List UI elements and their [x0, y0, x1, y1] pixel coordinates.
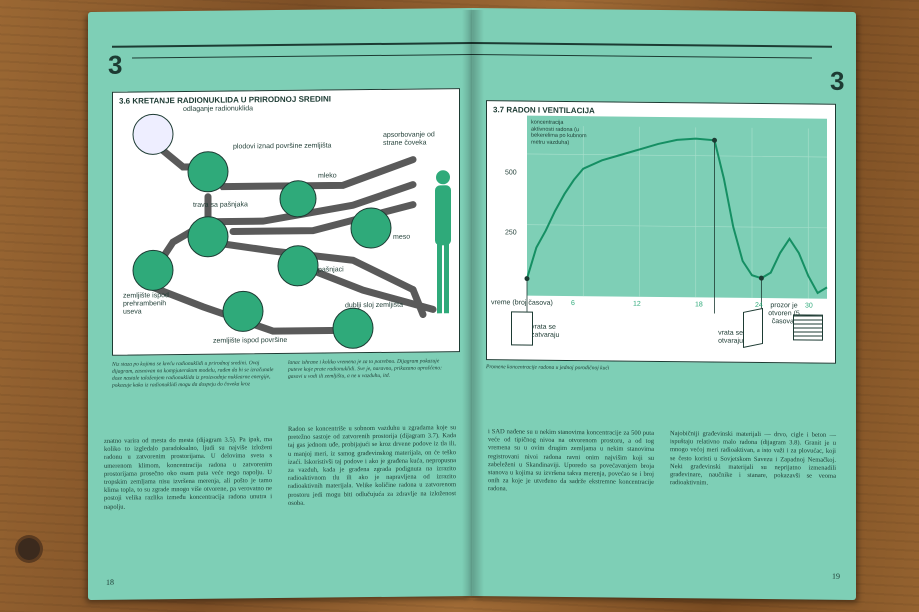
left-page: 3 3.6 KRETANJE RADIONUKLIDA U PRIRODNOJ … — [88, 8, 472, 600]
x-tick-18: 18 — [695, 301, 703, 309]
y-tick-500: 500 — [505, 169, 517, 177]
human-body-icon — [435, 185, 451, 245]
figure-caption: Promene koncentracije radona u jednoj po… — [486, 364, 786, 374]
label-meat: meso — [393, 234, 410, 242]
label-deposition: odlaganje radionuklida — [183, 105, 253, 114]
text-column-1: i SAD nađene su u nekim stanovima koncen… — [488, 428, 654, 495]
deep-soil-icon — [333, 308, 373, 348]
label-pastures: pašnjaci — [318, 266, 344, 274]
radionuclide-diagram: 3.6 KRETANJE RADIONUKLIDA U PRIRODNOJ SR… — [112, 88, 460, 356]
header-rule-thin — [132, 54, 472, 59]
right-page: 3 3.7 RADON I VENTILACIJA koncentracija … — [472, 8, 856, 600]
x-tick-12: 12 — [633, 301, 641, 309]
crops-icon — [188, 152, 228, 192]
grass-icon — [188, 217, 228, 257]
label-milk: mleko — [318, 172, 337, 180]
surface-soil-icon — [223, 291, 263, 331]
y-axis-label: koncentracija aktivnosti radona (u beker… — [531, 120, 587, 147]
label-surface-soil: zemljište ispod površine — [213, 337, 287, 346]
human-head-icon — [436, 170, 450, 184]
radon-ventilation-chart: 3.7 RADON I VENTILACIJA koncentracija ak… — [486, 100, 836, 364]
label-soil-under: zemljište ispod prehrambenih useva — [123, 292, 178, 317]
deposition-icon — [133, 114, 173, 154]
page-number: 18 — [106, 578, 114, 587]
y-gridline — [527, 225, 827, 228]
chapter-number: 3 — [108, 50, 122, 81]
page-number: 19 — [832, 572, 840, 581]
header-rule-thin — [472, 54, 812, 59]
header-rule — [112, 42, 472, 48]
closed-door-icon — [511, 311, 533, 345]
book-gutter — [462, 10, 484, 598]
annotation-door-opened: vrata se otvaraju — [693, 329, 743, 346]
y-gridline — [527, 154, 827, 157]
y-tick-250: 250 — [505, 229, 517, 237]
x-tick-6: 6 — [571, 300, 575, 308]
cow-icon — [351, 208, 391, 248]
human-leg-icon — [437, 243, 442, 313]
x-axis-label: vreme (broj časova) — [491, 299, 553, 308]
open-book: 3 3.6 KRETANJE RADIONUKLIDA U PRIRODNOJ … — [88, 10, 856, 598]
text-column-2: Radon se koncentriše u sobnom vazduhu u … — [288, 424, 456, 508]
radon-series-line — [527, 137, 827, 293]
label-absorption: apsorbovanje od strane čoveka — [383, 131, 443, 148]
open-door-icon — [743, 308, 763, 348]
x-tick-30: 30 — [805, 302, 813, 310]
human-leg-icon — [444, 243, 449, 313]
label-grass: trava sa pašnjaka — [193, 201, 248, 210]
label-crops: plodovi iznad površine zemljišta — [233, 142, 331, 151]
pasture-soil-icon — [278, 246, 318, 286]
wood-knot — [18, 538, 40, 560]
header-rule — [472, 42, 832, 48]
text-column-2: Najobičniji građevinski materijali — drv… — [670, 430, 836, 489]
annotation-door-closed: vrata se zatvaraju — [531, 324, 581, 341]
milk-icon — [280, 181, 316, 217]
open-window-icon — [793, 314, 823, 340]
plant-roots-icon — [133, 250, 173, 290]
figure-caption-right: lanac ishrane i koliko vremena je za to … — [288, 358, 454, 381]
text-column-1: znatno varira od mesta do mesta (dijagra… — [104, 436, 272, 512]
figure-caption-left: Niz staza po kojima se kreću radionuklid… — [112, 360, 278, 390]
chapter-number: 3 — [830, 66, 844, 97]
label-deep-soil: dublji sloj zemljišta — [345, 302, 403, 311]
